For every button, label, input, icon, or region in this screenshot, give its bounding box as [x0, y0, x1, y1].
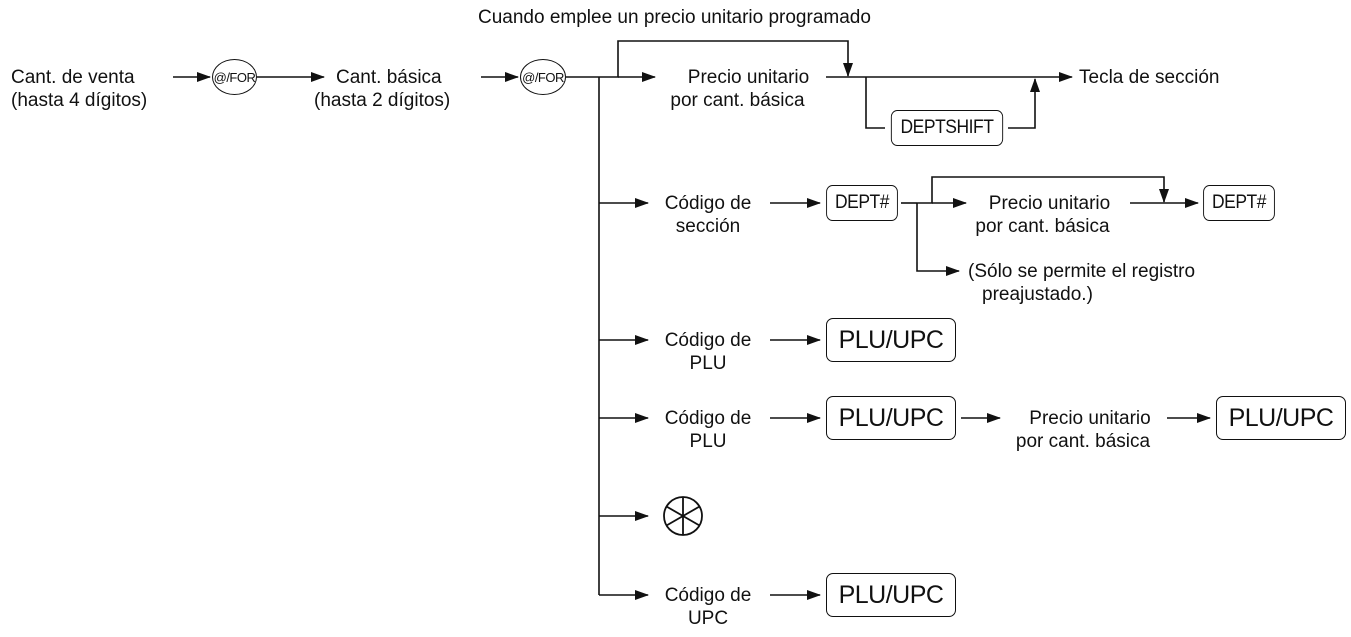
upc-code-line-2: UPC — [687, 608, 729, 629]
arrow-to-preset-only — [916, 203, 960, 276]
plu-unit-price-label: Precio unitario por cant. básica — [988, 407, 1178, 453]
dept-num-key-2: DEPT# — [1203, 185, 1275, 221]
dept-unit-price-line-2: por cant. básica — [975, 216, 1110, 237]
unit-price-line-2: por cant. básica — [670, 90, 805, 111]
plu-upc-key-3: PLU/UPC — [1216, 396, 1346, 440]
upc-code-line-1: Código de — [664, 585, 752, 606]
plu-code-label-1: Código de PLU — [648, 329, 768, 375]
sales-quantity-line-1: Cant. de venta — [11, 67, 135, 88]
plu-upc-key-2: PLU/UPC — [826, 396, 956, 440]
dept-unit-price-label: Precio unitario por cant. básica — [950, 192, 1135, 238]
arrow-deptshift-back — [1008, 78, 1040, 129]
preset-only-line-1: (Sólo se permite el registro — [968, 261, 1196, 282]
base-quantity-line-2: (hasta 2 dígitos) — [314, 90, 451, 111]
preset-only-line-2: preajustado.) — [982, 284, 1093, 305]
base-quantity-line-1: Cant. básica — [336, 67, 442, 88]
unit-price-line-1: Precio unitario — [687, 67, 810, 88]
sales-quantity-line-2: (hasta 4 dígitos) — [11, 90, 148, 111]
plu-code-2-line-1: Código de — [664, 408, 752, 429]
programmed-price-note: Cuando emplee un precio unitario program… — [478, 7, 871, 28]
upc-code-label: Código de UPC — [648, 584, 768, 630]
plu-code-label-2: Código de PLU — [648, 407, 768, 453]
bypass-programmed-price — [599, 40, 853, 78]
dept-code-line-2: sección — [675, 216, 741, 237]
at-for-key-2: @/FOR — [520, 59, 566, 95]
dept-key-label: Tecla de sección — [1079, 67, 1220, 88]
plu-code-1-line-2: PLU — [689, 353, 727, 374]
plu-unit-price-line-1: Precio unitario — [1029, 408, 1151, 429]
sales-quantity-label: Cant. de venta (hasta 4 dígitos) — [11, 66, 147, 112]
line-to-deptshift — [865, 77, 885, 129]
plu-code-2-line-2: PLU — [689, 431, 727, 452]
unit-price-base-label: Precio unitario por cant. básica — [640, 66, 835, 112]
at-for-key-1: @/FOR — [212, 59, 257, 95]
dept-num-key-1: DEPT# — [826, 185, 898, 221]
plu-upc-key-1: PLU/UPC — [826, 318, 956, 362]
plu-upc-key-4: PLU/UPC — [826, 573, 956, 617]
dept-unit-price-line-1: Precio unitario — [988, 193, 1111, 214]
bypass-dept-price — [917, 176, 1169, 204]
dept-code-label: Código de sección — [648, 192, 768, 238]
plu-unit-price-line-2: por cant. básica — [1015, 431, 1151, 452]
base-quantity-label: Cant. básica (hasta 2 dígitos) — [314, 66, 450, 112]
scanner-symbol-icon — [663, 496, 703, 536]
deptshift-key: DEPTSHIFT — [890, 110, 1004, 146]
dept-code-line-1: Código de — [664, 193, 752, 214]
plu-code-1-line-1: Código de — [664, 330, 752, 351]
preset-only-note: (Sólo se permite el registro preajustado… — [968, 260, 1195, 306]
